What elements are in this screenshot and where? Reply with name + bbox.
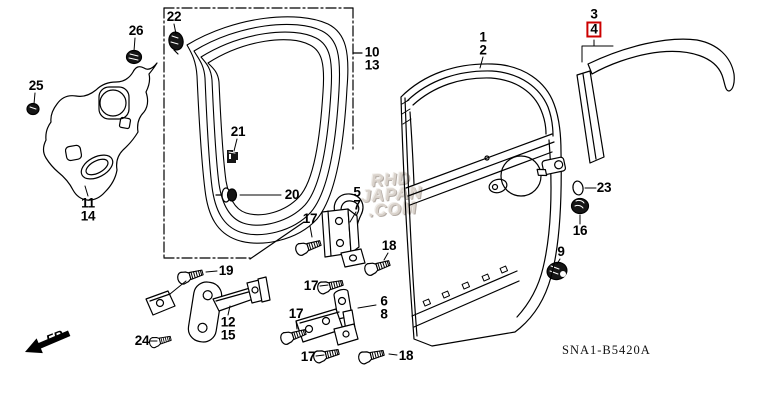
part-label-23[interactable]: 23 [596, 180, 612, 195]
part-label-24[interactable]: 24 [134, 333, 150, 348]
part-number-15[interactable]: 15 [220, 327, 236, 343]
lower-hinge-art [295, 288, 359, 346]
door-checker-art [145, 276, 271, 343]
clip-21-icon [227, 150, 238, 163]
part-label-12-15[interactable]: 12 15 [220, 314, 236, 343]
part-label-18-a[interactable]: 18 [381, 238, 397, 253]
part-label-16[interactable]: 16 [572, 223, 588, 238]
bolt-19-icon [175, 266, 205, 286]
part-number-11[interactable]: 11 [81, 195, 95, 211]
part-label-17-d[interactable]: 17 [300, 349, 316, 364]
bolt-17-lower-b-icon [311, 345, 341, 365]
part-label-6-8[interactable]: 6 8 [380, 293, 388, 322]
quarter-sash-molding-art [587, 38, 735, 92]
part-label-20[interactable]: 20 [284, 187, 300, 202]
part-number-8[interactable]: 8 [380, 306, 388, 322]
part-label-21[interactable]: 21 [230, 124, 246, 139]
part-label-1-2[interactable]: 1 2 [479, 29, 487, 58]
part-label-9[interactable]: 9 [557, 244, 565, 259]
clip-26-icon [125, 49, 143, 65]
part-label-26[interactable]: 26 [128, 23, 144, 38]
part-number-5[interactable]: 5 [353, 184, 361, 200]
part-label-10-13[interactable]: 10 13 [364, 44, 380, 73]
part-label-11-14[interactable]: 11 14 [80, 195, 96, 224]
part-label-3-4[interactable]: 3 4 [586, 6, 602, 38]
part-number-12[interactable]: 12 [220, 314, 236, 330]
part-label-19[interactable]: 19 [218, 263, 234, 278]
clip-25-icon [26, 102, 40, 116]
glass-run-channel-art [186, 16, 349, 244]
detail-boundary-box [163, 7, 354, 259]
part-label-22[interactable]: 22 [166, 9, 182, 24]
bolt-18-upper-icon [362, 256, 392, 278]
bolt-17-upper-a-icon [293, 236, 323, 258]
part-label-5-7[interactable]: 5 7 [353, 184, 361, 213]
part-label-17-a[interactable]: 17 [302, 211, 318, 226]
ring-23-icon [572, 180, 584, 196]
part-label-18-b[interactable]: 18 [398, 348, 414, 363]
rear-door-panel-art [400, 63, 567, 347]
part-number-10[interactable]: 10 [364, 44, 380, 60]
door-lining-panel-art [42, 62, 158, 201]
part-number-7[interactable]: 7 [353, 197, 361, 213]
part-number-2[interactable]: 2 [479, 42, 487, 58]
part-number-1[interactable]: 1 [479, 29, 487, 45]
clip-20-icon [215, 187, 238, 203]
grommet-16-icon [570, 197, 590, 215]
part-label-17-c[interactable]: 17 [288, 306, 304, 321]
diagram-code: SNA1-B5420A [562, 343, 651, 357]
leader-lines [33, 23, 614, 357]
rear-sash-strip-art [576, 70, 605, 164]
part-number-13[interactable]: 13 [364, 57, 380, 73]
upper-hinge-art [321, 193, 366, 268]
part-number-6[interactable]: 6 [380, 293, 388, 309]
clip-22-icon [168, 31, 184, 55]
part-label-17-b[interactable]: 17 [303, 278, 319, 293]
part-number-14[interactable]: 14 [80, 208, 96, 224]
part-number-3[interactable]: 3 [590, 6, 598, 22]
bolt-18-lower-icon [356, 346, 386, 366]
fr-arrow-icon [25, 330, 71, 354]
part-number-4-highlighted[interactable]: 4 [586, 21, 602, 38]
part-label-25[interactable]: 25 [28, 78, 44, 93]
